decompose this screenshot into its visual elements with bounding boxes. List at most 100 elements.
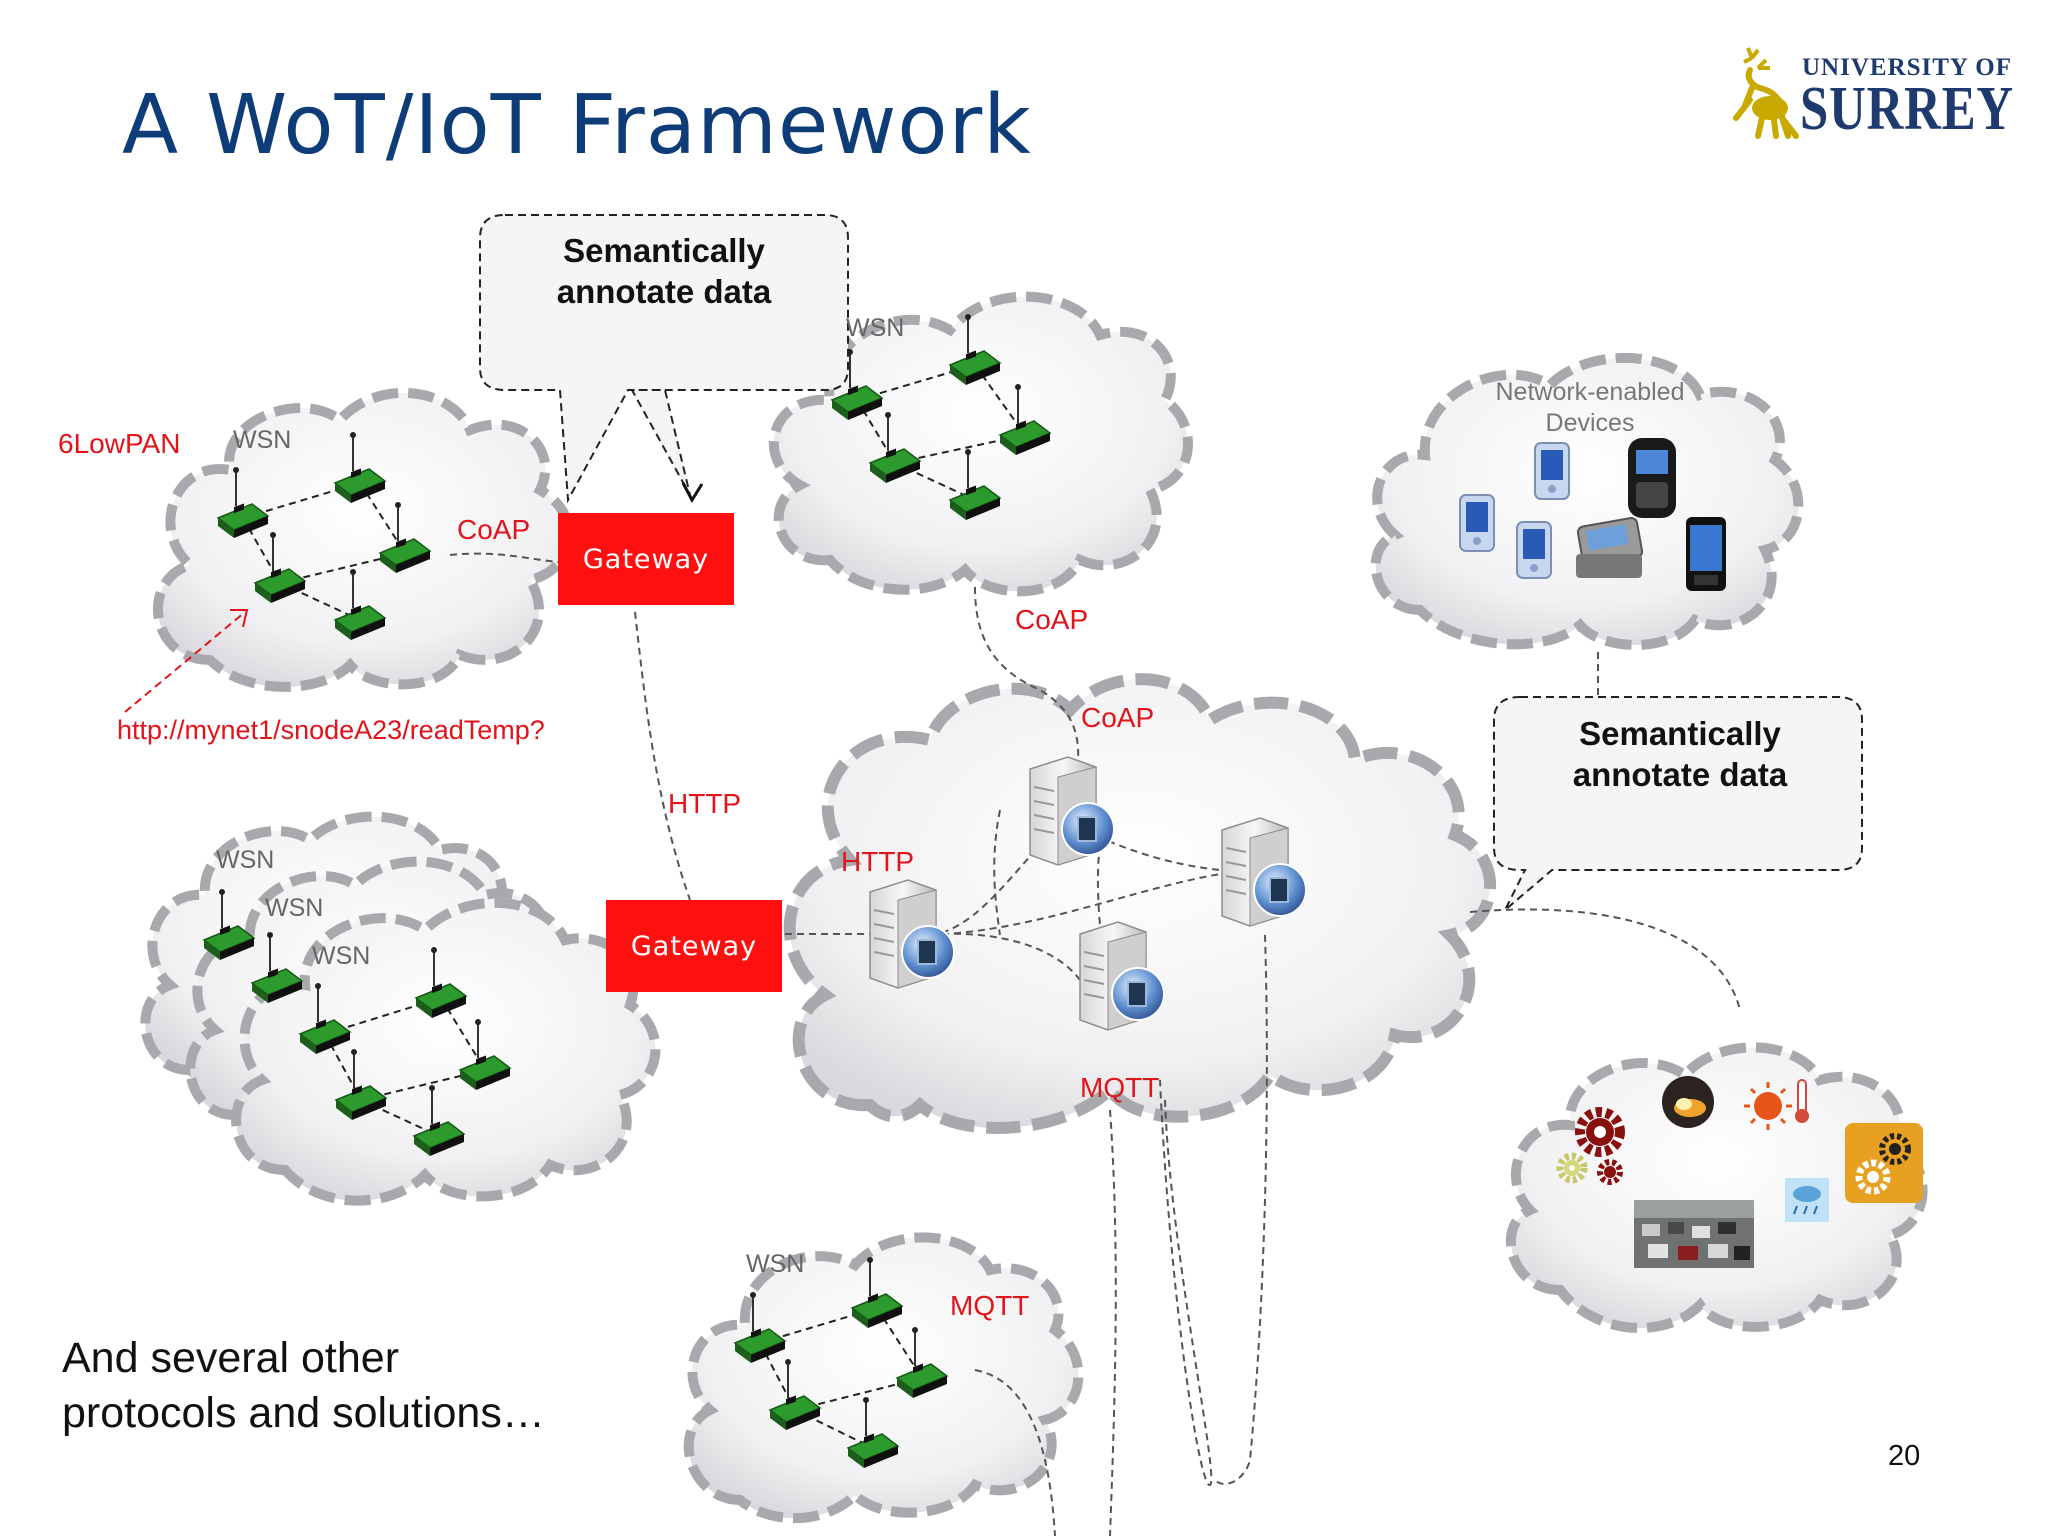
sensor-node-icon [250, 932, 304, 1003]
label-coap-core: CoAP [1081, 702, 1155, 733]
link-core-loop [1159, 1079, 1213, 1487]
label-coap-left: CoAP [457, 514, 531, 545]
closing-note: And several other protocols and solution… [62, 1331, 545, 1441]
gear-icon [1597, 1159, 1623, 1185]
mesh-link [360, 1069, 486, 1101]
sensor-node-icon [202, 889, 256, 960]
gateway-middle: Gateway [606, 900, 782, 992]
label-http-link: HTTP [668, 788, 742, 819]
link-server-a-d [929, 869, 1251, 936]
slider-phone-icon [1576, 517, 1644, 578]
label-mqtt-bottom: MQTT [950, 1290, 1030, 1321]
wsn-label-top-center: WSN [846, 314, 905, 342]
sensor-node-icon [948, 449, 1002, 520]
callout-top [479, 214, 849, 504]
link-core-down-2 [1214, 934, 1268, 1485]
sensor-node-icon [253, 532, 307, 603]
server-icon [1079, 921, 1165, 1031]
sensor-node-icon [895, 1327, 949, 1398]
wsn-label-bottom: WSN [746, 1250, 805, 1278]
sensor-node-icon [948, 314, 1002, 385]
gear-icon [1556, 1152, 1588, 1184]
cloud-top-left [153, 387, 575, 692]
closing-note-line-2: protocols and solutions… [62, 1389, 545, 1437]
handheld-device-icon [1534, 442, 1570, 500]
fire-icon [1662, 1076, 1714, 1128]
server-icon [869, 879, 955, 989]
sensor-node-icon [733, 1292, 787, 1363]
logo-university-of: UNIVERSITY OF [1802, 54, 2013, 81]
wsn-label-stack-1: WSN [216, 846, 275, 874]
link-core-down-1 [1109, 1109, 1117, 1536]
service-icons [1556, 1076, 1923, 1268]
callout-right-text: Semantically annotate data [1572, 715, 1788, 793]
core-servers [869, 756, 1307, 1031]
cloud-bottom-wsn [683, 1232, 1084, 1524]
touch-phone-icon [1686, 517, 1726, 591]
sensor-node-icon [850, 1257, 904, 1328]
gateway-top: Gateway [558, 513, 734, 605]
server-icon [1029, 756, 1115, 866]
sensor-node-icon [378, 502, 432, 573]
handheld-device-icon [1459, 494, 1495, 552]
example-url: http://mynet1/snodeA23/readTemp? [117, 715, 545, 745]
network-devices [1459, 438, 1726, 591]
link-server-c-a-v [993, 809, 1001, 936]
server-icon [1221, 817, 1307, 927]
handheld-device-icon [1516, 521, 1552, 579]
cloud-services [1505, 1042, 1928, 1333]
label-http-core: HTTP [841, 846, 915, 877]
smartphone-icon [1628, 438, 1676, 518]
sensor-network-top-center [830, 314, 1052, 520]
traffic-photo-icon [1634, 1200, 1754, 1268]
link-core-to-services [1469, 908, 1741, 1011]
link-wsn-to-gateway-top [449, 552, 561, 563]
university-logo: UNIVERSITY OF SURREY [1722, 46, 2014, 146]
cloud-stack-front [231, 897, 661, 1206]
sensor-node-icon [333, 432, 387, 503]
wsn-label-stack-3: WSN [312, 942, 371, 970]
label-6lowpan: 6LowPAN [58, 428, 181, 459]
page-number: 20 [1888, 1440, 1921, 1472]
sensor-node-icon [458, 1019, 512, 1090]
logo-surrey: SURREY [1800, 75, 2014, 143]
label-coap-top: CoAP [1015, 604, 1089, 635]
mesh-link [279, 552, 406, 584]
sensor-network-top-left [216, 432, 432, 640]
sensor-node-icon [216, 467, 270, 538]
sensor-node-icon [414, 947, 468, 1018]
stag-logo-icon [1733, 47, 1799, 139]
callout-top-arrowhead [681, 482, 704, 504]
connections [449, 552, 1741, 1536]
weather-temperature-icon [1744, 1079, 1809, 1130]
sensor-node-icon [998, 384, 1052, 455]
sensor-network-stack [202, 889, 512, 1156]
link-wsn-top-to-core [974, 586, 1080, 761]
sensor-node-icon [412, 1085, 466, 1156]
closing-note-line-1: And several other [62, 1334, 400, 1382]
callout-top-text: Semantically annotate data [556, 232, 772, 310]
sensor-node-icon [868, 412, 922, 483]
settings-tile-icon [1845, 1123, 1923, 1203]
sensor-node-icon [768, 1359, 822, 1430]
link-server-c-b [1096, 844, 1106, 961]
slide-title: A WoT/IoT Framework [122, 78, 1032, 173]
sensor-node-icon [846, 1397, 900, 1468]
gear-icon [1575, 1107, 1625, 1157]
sensor-node-icon [298, 983, 352, 1054]
callout-right [1493, 696, 1863, 911]
label-mqtt-core: MQTT [1080, 1072, 1160, 1103]
url-arrow [124, 609, 249, 713]
wsn-label-stack-2: WSN [265, 894, 324, 922]
cloud-core [783, 673, 1496, 1134]
wsn-label-top-left: WSN [233, 426, 292, 454]
link-gateway-top-to-gateway-mid [634, 611, 691, 901]
sensor-node-icon [334, 1049, 388, 1120]
sensor-node-icon [830, 349, 884, 420]
rain-cloud-icon [1785, 1178, 1829, 1222]
sensor-node-icon [333, 569, 387, 640]
devices-cloud-label: Network-enabled Devices [1495, 378, 1685, 437]
sensor-network-bottom [733, 1257, 949, 1468]
